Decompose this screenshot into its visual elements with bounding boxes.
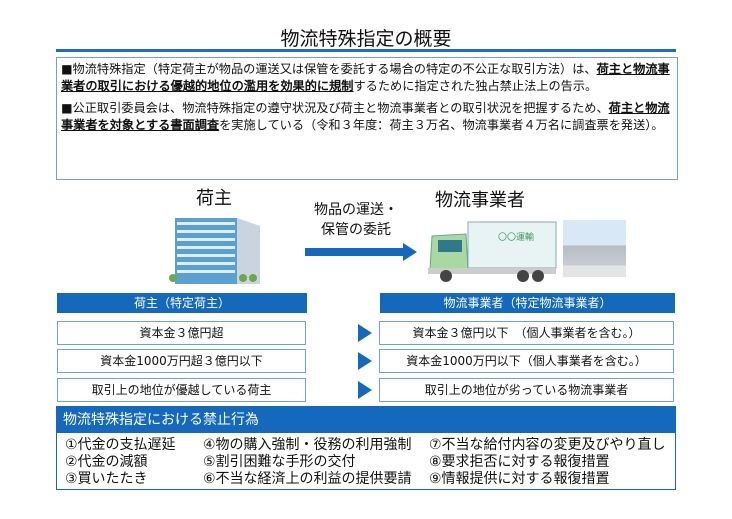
prohibited-col-3: ⑦不当な給付内容の変更及びやり直し ⑧要求拒否に対する報復措置 ⑨情報提供に対す… bbox=[429, 437, 666, 488]
summary-paragraph-1: ■物流特殊指定（特定荷主が物品の運送又は保管を委託する場合の特定の不公正な取引方… bbox=[61, 62, 670, 93]
shipper-row: 取引上の地位が優越している荷主 bbox=[57, 378, 306, 402]
prohibited-item: ④物の購入強制・役務の利用強制 bbox=[203, 437, 412, 453]
prohibited-item: ⑤割引困難な手形の交付 bbox=[203, 454, 356, 470]
shipper-header: 荷主（特定荷主） bbox=[57, 293, 307, 313]
delegation-arrow-icon bbox=[305, 243, 417, 261]
truck-icon: 〇〇運輸 bbox=[428, 221, 557, 282]
arrow-right-icon bbox=[358, 352, 372, 370]
prohibited-item: ②代金の減額 bbox=[65, 454, 148, 470]
prohibited-item: ①代金の支払遅延 bbox=[65, 437, 176, 453]
prohibited-item: ⑧要求拒否に対する報復措置 bbox=[429, 454, 610, 470]
title-rule bbox=[56, 49, 676, 52]
office-building-icon bbox=[169, 218, 260, 284]
arrow-right-icon bbox=[358, 324, 372, 342]
summary-box: ■物流特殊指定（特定荷主が物品の運送又は保管を委託する場合の特定の不公正な取引方… bbox=[56, 57, 678, 180]
warehouse-image bbox=[563, 220, 626, 277]
summary-paragraph-2: ■公正取引委員会は、物流特殊指定の遵守状況及び荷主と物流事業者との取引状況を把握… bbox=[61, 101, 670, 132]
prohibited-col-1: ①代金の支払遅延 ②代金の減額 ③買いたたき bbox=[65, 437, 176, 488]
prohibited-item: ③買いたたき bbox=[65, 471, 148, 487]
prohibited-item: ⑦不当な給付内容の変更及びやり直し bbox=[429, 437, 666, 453]
prohibited-acts-header: 物流特殊指定における禁止行為 bbox=[57, 407, 675, 433]
page-title: 物流特殊指定の概要 bbox=[280, 28, 452, 50]
shipper-row: 資本金1000万円超３億円以下 bbox=[57, 349, 306, 373]
prohibited-acts-box: 物流特殊指定における禁止行為 ①代金の支払遅延 ②代金の減額 ③買いたたき ④物… bbox=[56, 406, 676, 490]
carrier-label: 物流事業者 bbox=[435, 190, 525, 211]
carrier-row: 取引上の地位が劣っている物流事業者 bbox=[379, 378, 674, 402]
shipper-label: 荷主 bbox=[196, 188, 232, 209]
carrier-row: 資本金1000万円以下（個人事業者を含む。） bbox=[379, 349, 674, 373]
arrow-right-icon bbox=[358, 381, 372, 399]
delegation-text: 物品の運送・保管の委託 bbox=[314, 202, 398, 238]
carrier-header: 物流事業者（特定物流事業者） bbox=[380, 293, 675, 313]
prohibited-item: ⑥不当な経済上の利益の提供要請 bbox=[203, 471, 412, 487]
carrier-row: 資本金３億円以下 （個人事業者を含む。） bbox=[379, 321, 674, 345]
svg-text:〇〇運輸: 〇〇運輸 bbox=[498, 231, 534, 243]
prohibited-item: ⑨情報提供に対する報復措置 bbox=[429, 471, 610, 487]
shipper-row: 資本金３億円超 bbox=[57, 321, 306, 345]
prohibited-col-2: ④物の購入強制・役務の利用強制 ⑤割引困難な手形の交付 ⑥不当な経済上の利益の提… bbox=[203, 437, 412, 488]
